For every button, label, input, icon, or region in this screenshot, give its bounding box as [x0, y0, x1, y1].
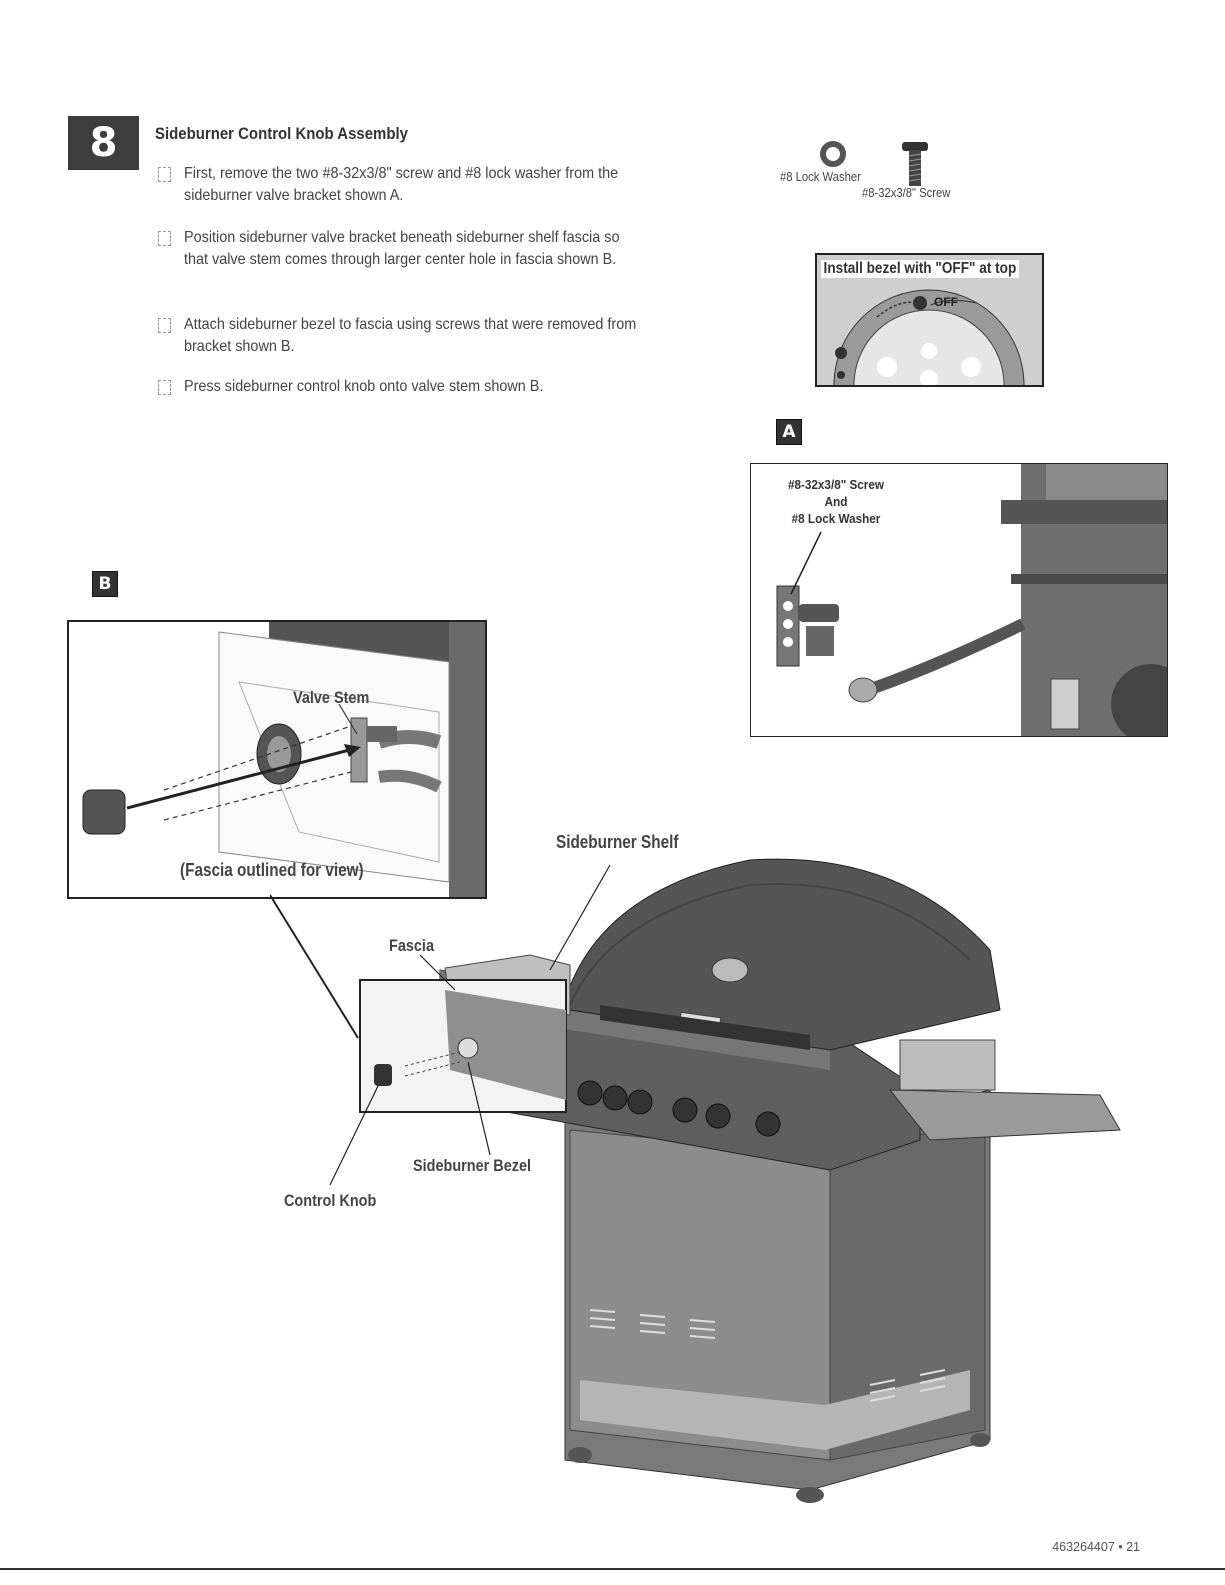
sideburner-shelf-label: Sideburner Shelf	[556, 832, 679, 852]
figure-a-illustration	[776, 464, 1167, 736]
lock-washer-icon	[820, 141, 846, 167]
instruction-2: Position sideburner valve bracket beneat…	[158, 227, 628, 271]
bezel-inset-title: Install bezel with "OFF" at top	[821, 260, 1019, 278]
page-footer: 463264407 • 21	[1052, 1540, 1140, 1554]
lock-washer-label: #8 Lock Washer	[780, 170, 861, 184]
figure-b-illustration	[82, 622, 485, 897]
checkbox-icon	[158, 318, 171, 333]
instruction-4: Press sideburner control knob onto valve…	[158, 376, 628, 398]
fascia-note: (Fascia outlined for view)	[180, 860, 364, 880]
step-title: Sideburner Control Knob Assembly	[155, 124, 408, 143]
checkbox-icon	[158, 380, 171, 395]
figure-a-panel: #8-32x3/8" Screw And #8 Lock Washer	[750, 463, 1168, 737]
fascia-label: Fascia	[389, 936, 434, 955]
step-number-badge: 8	[68, 116, 139, 170]
checkbox-icon	[158, 167, 171, 182]
instruction-3: Attach sideburner bezel to fascia using …	[158, 314, 636, 358]
valve-stem-label: Valve Stem	[293, 688, 370, 707]
figure-b-badge: B	[92, 571, 118, 597]
bottom-rule	[0, 1568, 1225, 1570]
screw-label: #8-32x3/8" Screw	[862, 186, 951, 200]
screw-icon	[902, 142, 928, 186]
figure-a-callout: #8-32x3/8" Screw And #8 Lock Washer	[788, 477, 884, 526]
control-knob-label: Control Knob	[284, 1191, 377, 1210]
grill-illustration	[270, 858, 1121, 1503]
figure-a-badge: A	[776, 419, 802, 445]
bezel-inset: Install bezel with "OFF" at top OFF	[815, 253, 1044, 387]
figure-b-panel: Valve Stem (Fascia outlined for view)	[67, 620, 487, 899]
checkbox-icon	[158, 231, 171, 246]
sideburner-bezel-label: Sideburner Bezel	[413, 1156, 532, 1175]
bezel-off-label: OFF	[934, 295, 958, 309]
instruction-1: First, remove the two #8-32x3/8" screw a…	[158, 163, 628, 207]
